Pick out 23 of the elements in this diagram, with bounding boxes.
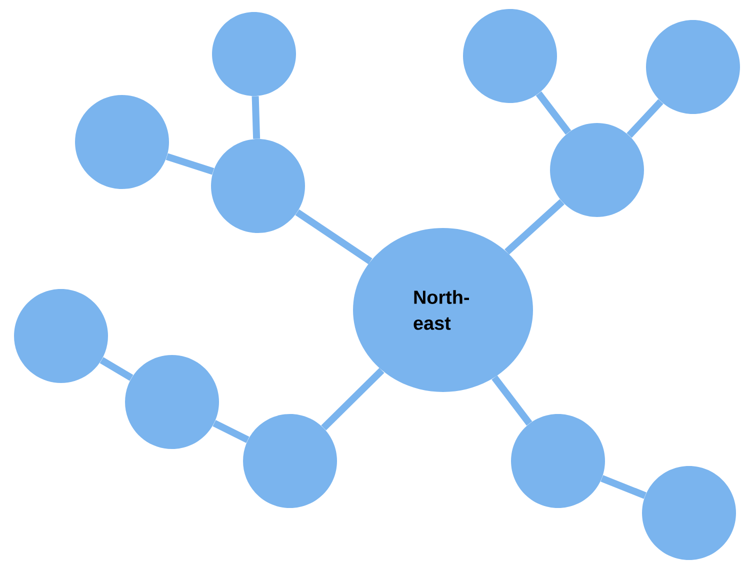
connector-line <box>321 368 384 430</box>
connector-line <box>504 199 564 255</box>
bubble <box>211 139 305 233</box>
connector-line <box>166 153 214 175</box>
bubble <box>14 289 108 383</box>
bubble <box>75 95 169 189</box>
connector-line <box>100 357 134 381</box>
connector-line <box>492 375 532 426</box>
bubble <box>243 414 337 508</box>
connector-line <box>295 209 372 264</box>
connector-line <box>600 475 646 499</box>
connector-line <box>626 99 664 138</box>
bubble <box>550 123 644 217</box>
bubble <box>463 9 557 103</box>
bubble <box>212 12 296 96</box>
bubble <box>642 466 736 560</box>
bubble <box>646 20 740 114</box>
bubble <box>511 414 605 508</box>
connector-line <box>536 91 572 135</box>
bubble <box>125 355 219 449</box>
topic-bubble: North-east <box>353 228 533 392</box>
connector-line <box>252 96 260 139</box>
connector-line <box>212 420 250 444</box>
